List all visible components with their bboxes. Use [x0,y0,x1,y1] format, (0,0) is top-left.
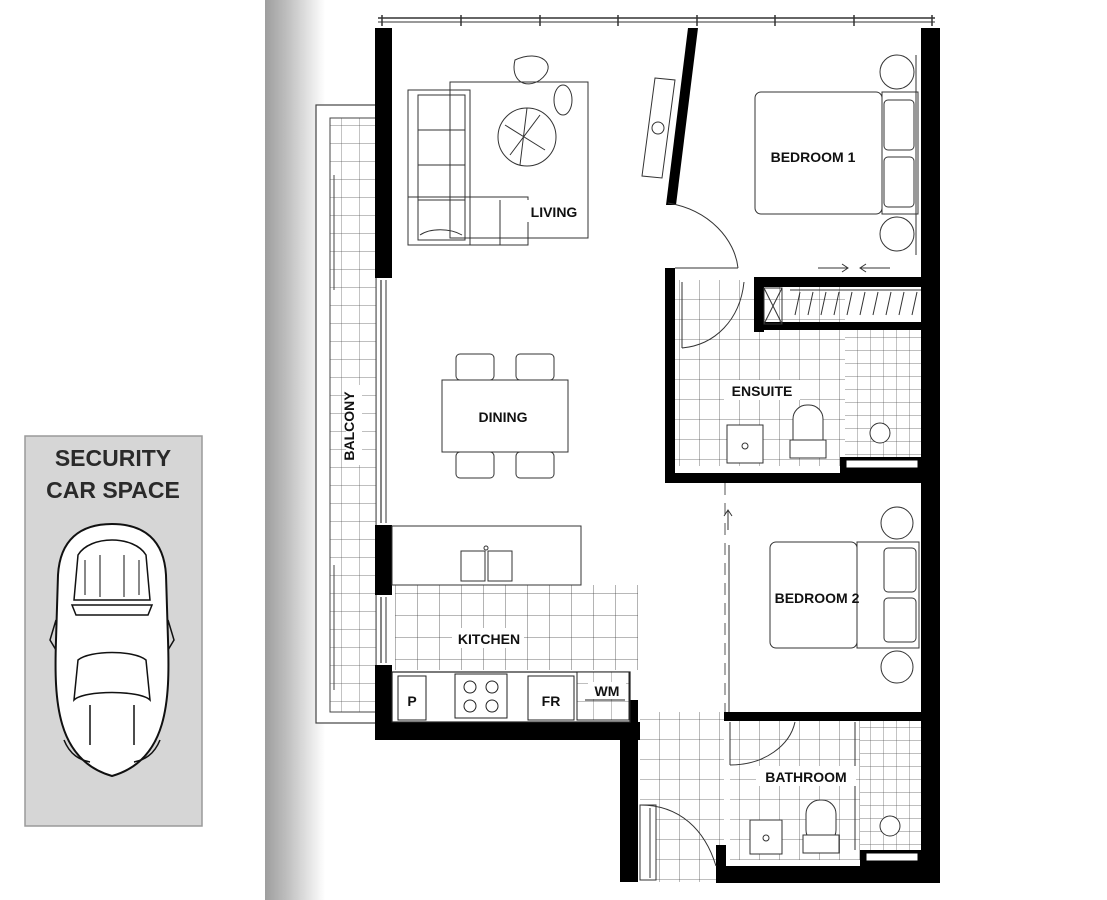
security-car-space: SECURITY CAR SPACE [24,435,203,827]
bedroom2-bed [769,506,920,684]
pantry [397,675,427,721]
ensuite-linen-cupboard [763,287,783,325]
pantry-label: P [407,693,416,709]
fridge-label: FR [542,693,561,709]
dining-table [441,353,569,479]
balcony-label: BALCONY [341,391,357,461]
ensuite-label: ENSUITE [732,383,793,399]
living-rug [449,81,589,239]
car-icon [49,522,175,778]
bedroom1-bed [754,54,919,255]
balcony: BALCONY [315,104,377,724]
washing-machine-label: WM [595,683,620,699]
building-edge-strip [265,0,325,900]
bedroom2-label: BEDROOM 2 [775,590,860,606]
kitchen-bench [391,671,631,723]
car-space-title-line1: SECURITY [55,445,171,471]
fridge [527,675,575,721]
bedroom1-wardrobe [790,263,921,316]
ensuite-window-gap [845,459,919,469]
walls [375,28,940,883]
tv-unit [641,77,676,179]
kitchen-island [391,525,582,586]
window-top [378,15,935,26]
bedroom1-door [667,202,739,269]
kitchen-floor [395,585,638,670]
bathroom-window-gap [865,852,919,862]
living-coffee-table [497,55,573,167]
living-label: LIVING [531,204,578,220]
kitchen-label: KITCHEN [458,631,520,647]
bedroom2-sliding-door [723,483,733,712]
balcony-sliding-door [380,280,387,663]
bedroom1-label: BEDROOM 1 [771,149,856,165]
living-sofa [407,89,529,246]
ensuite-fixtures [681,281,891,464]
dining-label: DINING [479,409,528,425]
car-space-title-line2: CAR SPACE [46,477,180,503]
entry-door [639,804,717,881]
bathroom-label: BATHROOM [765,769,846,785]
cooktop [454,673,508,719]
